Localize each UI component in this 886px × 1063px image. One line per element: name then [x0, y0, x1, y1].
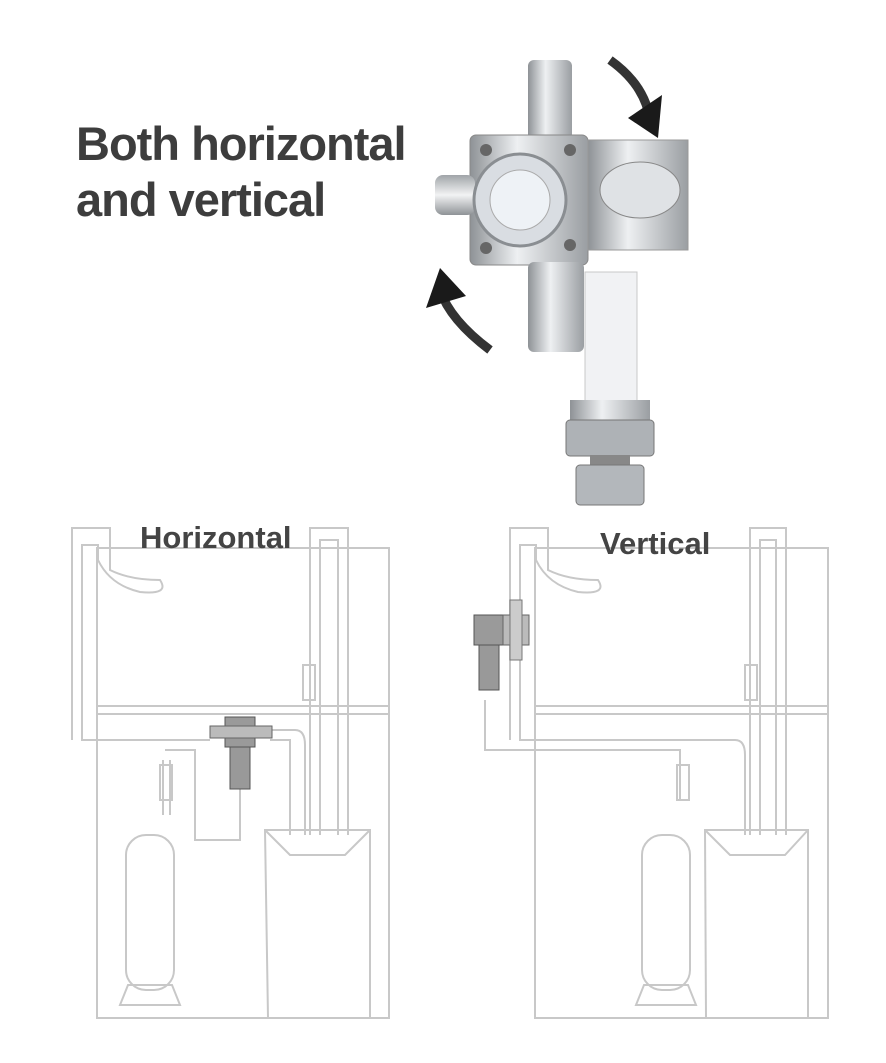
arrow-head-icon: [426, 268, 466, 308]
vertical-setup-diagram: [484, 527, 829, 1019]
horizontal-label: Horizontal: [140, 520, 292, 555]
headline-line-1: Both horizontal: [76, 117, 407, 170]
diffuser-horizontal-icon: [209, 716, 273, 790]
horizontal-setup-diagram: [71, 527, 390, 1019]
diffuser-vertical-icon: [473, 599, 530, 691]
co2-diffuser-product: [435, 60, 689, 506]
vertical-label: Vertical: [600, 526, 711, 561]
headline-line-2: and vertical: [76, 173, 326, 226]
arrow-head-icon: [628, 95, 662, 138]
headline: Both horizontal and vertical: [76, 116, 407, 228]
